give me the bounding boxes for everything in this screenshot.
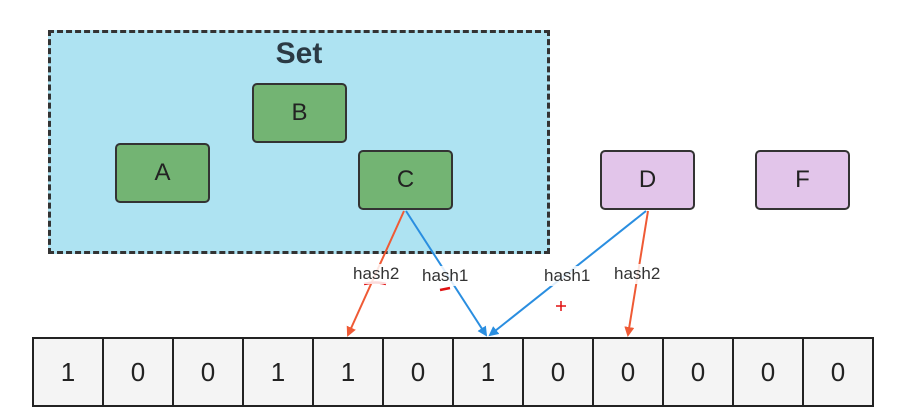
bit-cell: 0 (384, 339, 454, 405)
bit-cell: 0 (104, 339, 174, 405)
bit-cell: 1 (34, 339, 104, 405)
bit-cell: 0 (174, 339, 244, 405)
label-d-hash2: hash2 (612, 264, 663, 284)
label-c-hash2: hash2 (351, 264, 402, 284)
node-c: C (358, 150, 453, 210)
set-title: Set (275, 37, 323, 70)
bit-cell: 1 (454, 339, 524, 405)
bit-cell: 1 (314, 339, 384, 405)
node-d: D (600, 150, 695, 210)
bit-cell: 0 (664, 339, 734, 405)
node-b: B (252, 83, 347, 143)
bit-cell: 1 (244, 339, 314, 405)
bit-cell: 0 (524, 339, 594, 405)
plus-mark (556, 301, 566, 311)
label-c-hash1: hash1 (420, 266, 471, 286)
underline-mark-hash1 (439, 286, 451, 292)
bit-cell: 0 (594, 339, 664, 405)
bit-cell: 0 (734, 339, 804, 405)
label-d-hash1: hash1 (542, 266, 593, 286)
node-a: A (115, 143, 210, 203)
node-f: F (755, 150, 850, 210)
bit-cell: 0 (830, 356, 846, 387)
